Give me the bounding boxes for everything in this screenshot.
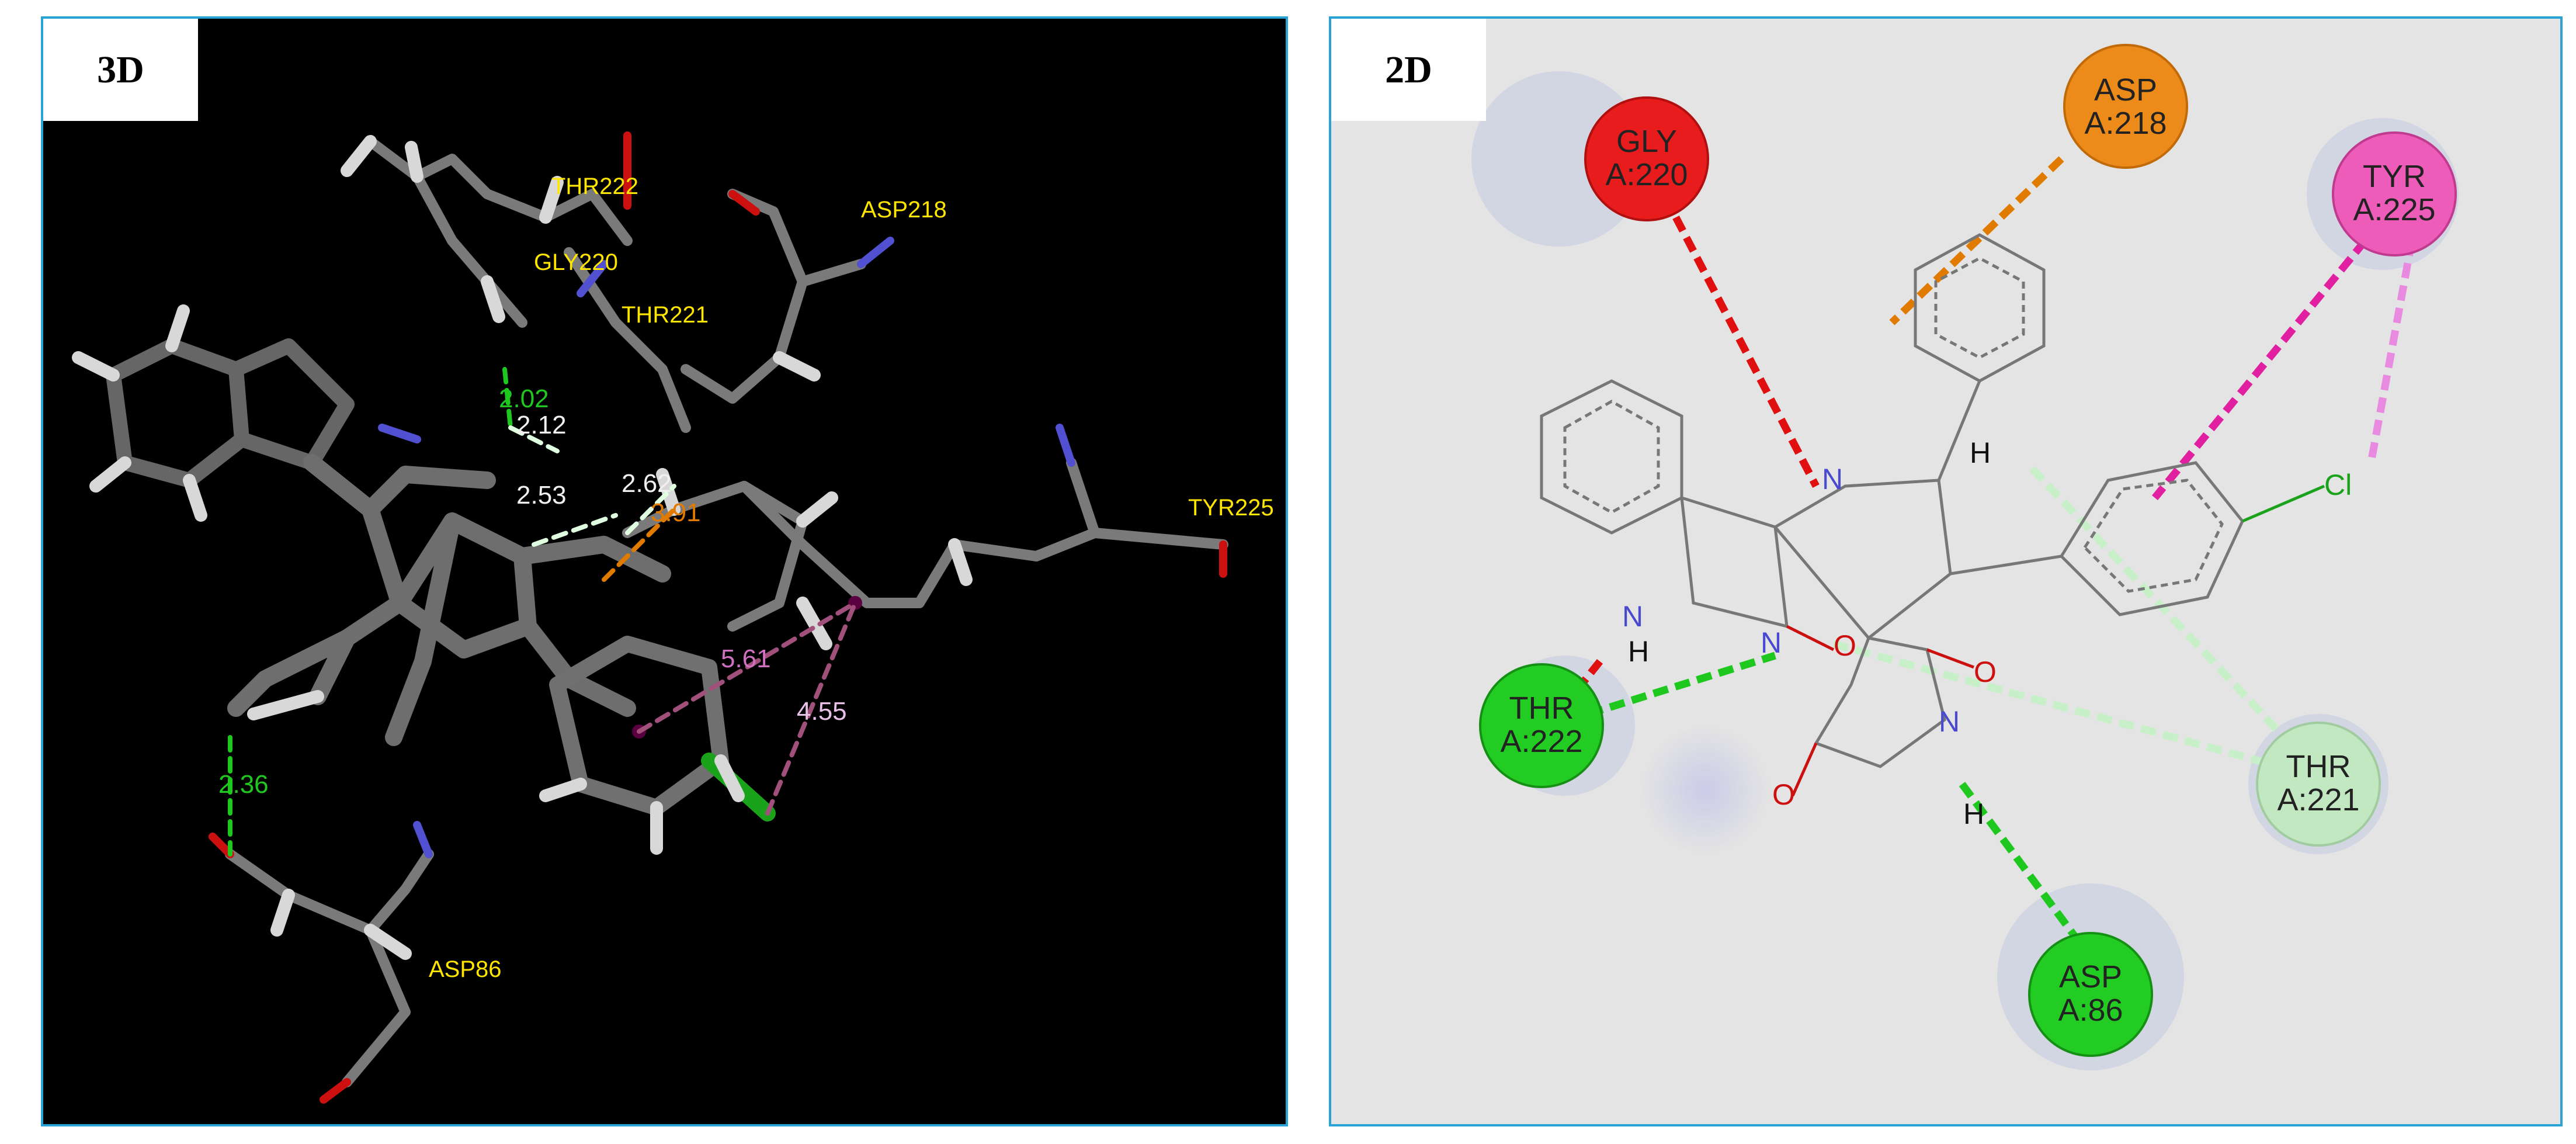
bump-line-gly220 [1672,215,1820,488]
atom-labels-2d: N N N N O O O H H H Cl [1622,436,2352,830]
atom-n-urea: N [1939,705,1960,738]
label-3d-asp86: ASP86 [429,956,502,982]
distance-2-62: 2.62 [622,469,672,498]
label-3d-tyr225: TYR225 [1188,495,1274,521]
residue-thr221-id: A:221 [2277,782,2359,817]
hydrogen-atoms [72,135,973,960]
label-3d-gly220: GLY220 [534,249,618,275]
panel-2d-tag: 2D [1331,19,1486,121]
residue-asp218: ASP A:218 [2063,44,2188,169]
atom-h-urea: H [1963,798,1984,830]
carbon-hbond-line-thr221b [2029,466,2298,752]
pi-anion-line-asp218 [1889,156,2064,325]
residue-thr221-name: THR [2286,749,2351,784]
distance-2-12: 2.12 [516,411,567,439]
distance-2-53: 2.53 [516,481,567,509]
carbon-hbond-line-thr221a [1832,640,2302,776]
ligand-2d-benzo-ring [1540,379,1683,535]
residue-tyr225-id: A:225 [2353,192,2435,227]
residue-asp86: ASP A:86 [2028,932,2153,1057]
atom-h-pyrrolidine: H [1970,436,1991,469]
residue-thr221: THR A:221 [2256,722,2381,847]
pi-alkyl-line-tyr225 [2367,240,2416,464]
atom-o-carbonyl-1: O [1834,629,1856,662]
residue-asp86-id: A:86 [2058,993,2123,1028]
residue-gly220-name: GLY [1616,124,1677,159]
ligand-2d [1540,233,2325,797]
molecule-3d-view: THR222 GLY220 THR221 ASP218 TYR225 ASP86… [72,131,1274,1104]
residue-asp218-name: ASP [2094,72,2157,108]
hbond-line-thr222 [1587,651,1776,718]
atom-o-carbonyl-3: O [1772,778,1795,811]
atom-cl: Cl [2324,469,2352,501]
panel-3d-tag: 3D [43,19,198,121]
residue-tyr225-name: TYR [2363,159,2426,194]
distance-2-36: 2.36 [218,770,269,799]
label-3d-thr222: THR222 [551,174,638,199]
residue-gly220-id: A:220 [1605,157,1688,192]
residue-tyr225: TYR A:225 [2332,131,2457,256]
atom-n-indole: N [1622,600,1643,633]
residue-thr222: THR A:222 [1479,663,1604,788]
atom-o-carbonyl-2: O [1974,656,1997,688]
ligand-2d-phenyl-ring [1914,233,2046,383]
distance-3-91: 3.91 [651,498,701,527]
residue-asp86-name: ASP [2059,959,2122,994]
residue-thr222-id: A:222 [1500,724,1582,759]
panel-3d: THR222 GLY220 THR221 ASP218 TYR225 ASP86… [41,16,1288,1126]
atom-h-indole: H [1628,635,1649,668]
hbond-line-asp86 [1959,782,2082,944]
pi-pi-line-tyr225 [2151,238,2369,501]
atom-n-pyrrolidine: N [1822,463,1843,495]
residue-thr222-name: THR [1509,691,1574,726]
atom-n-imide: N [1761,626,1782,659]
interaction-lines-3d [228,367,857,857]
residue-gly220: GLY A:220 [1584,96,1709,221]
interaction-lines-2d [1573,156,2416,944]
label-3d-thr221: THR221 [622,302,709,328]
distance-2-02: 2.02 [499,384,549,413]
distance-5-61: 5.61 [721,644,771,673]
label-3d-asp218: ASP218 [861,197,947,223]
interaction-diagram-2d: N N N N O O O H H H Cl GLY A:220 ASP [1471,44,2459,1070]
distance-4-55: 4.55 [797,697,847,726]
panel-2d: N N N N O O O H H H Cl GLY A:220 ASP [1329,16,2563,1126]
heteroatom-tips [209,131,1227,1104]
residue-asp218-id: A:218 [2084,106,2167,141]
protein-sticks [225,136,1228,1087]
